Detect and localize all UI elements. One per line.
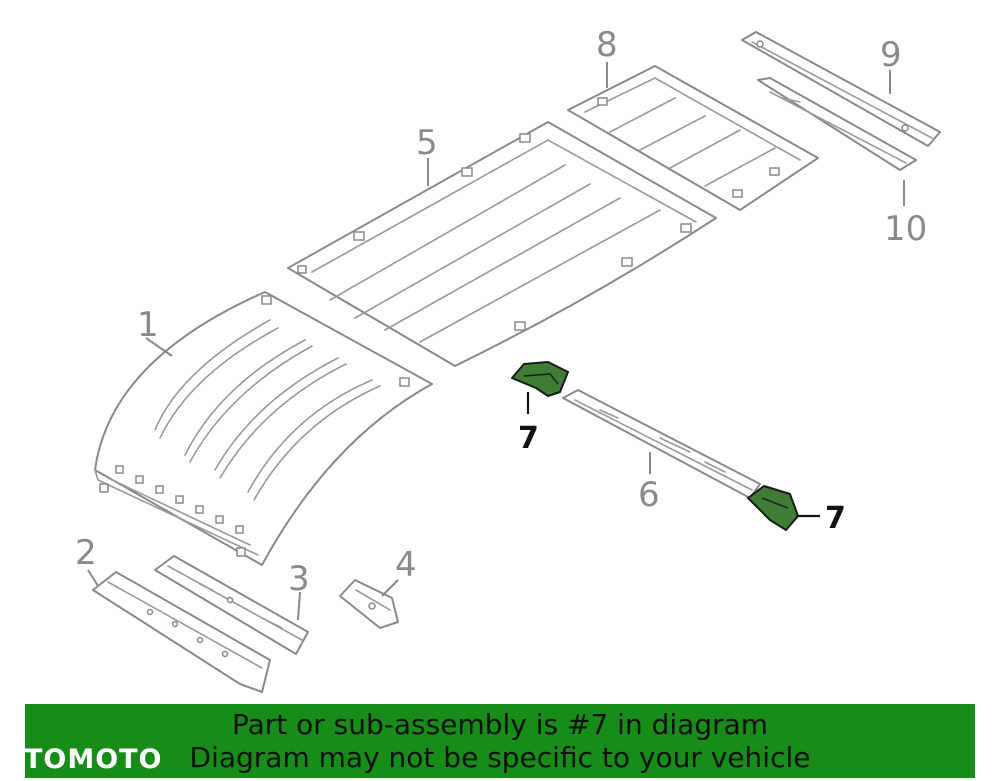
highlighted-bracket-part-7-upper <box>511 361 569 397</box>
callout-7-lower: 7 <box>825 501 846 536</box>
watermark-logo: OTOMOTO <box>0 744 163 775</box>
callout-1: 1 <box>137 305 159 345</box>
front-rail-part-2 <box>92 571 271 693</box>
bracket-part-4 <box>339 579 399 629</box>
callout-8: 8 <box>596 25 618 65</box>
info-banner: Part or sub-assembly is #7 in diagram Di… <box>25 704 975 778</box>
leader-2 <box>87 569 99 587</box>
highlighted-bracket-part-7-lower <box>747 485 799 531</box>
callout-10: 10 <box>884 209 927 249</box>
callout-2: 2 <box>75 533 97 573</box>
callout-9: 9 <box>880 35 902 75</box>
front-header-part-3 <box>154 555 309 655</box>
callout-7-upper: 7 <box>518 421 539 456</box>
banner-line-part-info: Part or sub-assembly is #7 in diagram <box>231 708 769 741</box>
banner-line-disclaimer: Diagram may not be specific to your vehi… <box>189 741 811 774</box>
front-roof-panel-part-1 <box>94 291 433 566</box>
roof-panel-part-5 <box>287 121 717 367</box>
callout-6: 6 <box>638 475 660 515</box>
rear-header-part-10 <box>757 77 917 171</box>
leader-3 <box>297 591 301 621</box>
leader-4 <box>381 579 399 597</box>
callout-5: 5 <box>416 123 438 163</box>
leader-1 <box>145 337 173 357</box>
callout-3: 3 <box>288 559 310 599</box>
callout-4: 4 <box>395 545 417 585</box>
roof-bow-part-6 <box>562 389 761 499</box>
rear-roof-panel-part-8 <box>567 65 819 211</box>
rear-header-part-9 <box>741 31 941 147</box>
